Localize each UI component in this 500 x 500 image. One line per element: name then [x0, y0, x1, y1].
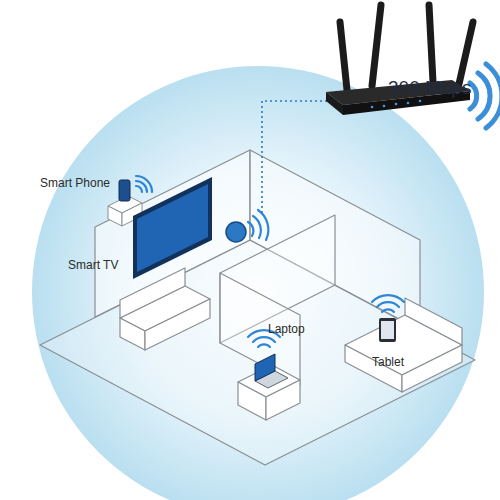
bed-head [405, 298, 462, 345]
wifi-signal [470, 64, 500, 128]
router-led [371, 100, 422, 109]
device-label: Smart Phone [40, 176, 110, 190]
tv-frame [133, 177, 212, 279]
sofa-side [120, 318, 145, 350]
tablet [372, 295, 404, 342]
router-icon [226, 222, 246, 242]
wifi-signal [372, 295, 404, 312]
laptop [248, 330, 288, 388]
device-label: Tablet [372, 355, 404, 369]
wifi-signal [136, 176, 152, 192]
coverage-circle [32, 66, 484, 500]
desk-side [238, 382, 266, 420]
device-label: Laptop [268, 322, 305, 336]
router-side [326, 92, 343, 115]
wifi-signal [248, 210, 268, 240]
laptop-screen [255, 354, 275, 381]
phone-icon [119, 180, 130, 201]
tv-screen [137, 184, 208, 272]
shelf [108, 206, 122, 226]
sofa [120, 268, 210, 350]
sofa-back [120, 268, 185, 318]
speed-label: 300 Mbps [388, 77, 471, 99]
tablet-icon [379, 318, 396, 342]
wireless-router [326, 5, 473, 115]
wall-router [226, 210, 268, 242]
sofa-front [145, 299, 210, 350]
device-label: Smart TV [68, 258, 118, 272]
leader-line [262, 101, 332, 214]
bed-side [402, 345, 462, 392]
bed [345, 298, 462, 392]
tablet-screen [381, 321, 394, 339]
room [40, 150, 475, 465]
smart-tv [133, 177, 212, 279]
